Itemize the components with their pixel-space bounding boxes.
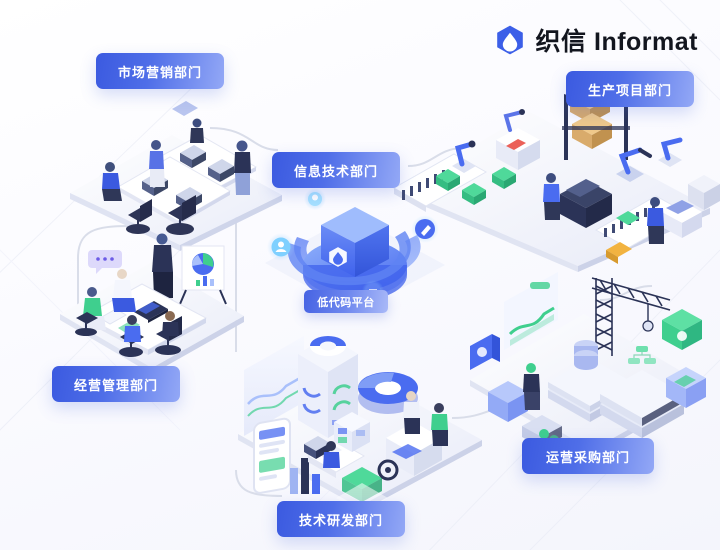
bubble-pencil xyxy=(411,215,439,243)
hexagon-droplet-logo-icon xyxy=(496,25,523,55)
department-badge-production[interactable]: 生产项目部门 xyxy=(566,71,694,107)
department-label-rnd: 技术研发部门 xyxy=(298,512,383,528)
scene-rnd-dashboards xyxy=(238,330,488,513)
scene-procurement-warehouse xyxy=(470,270,720,456)
scene-management-meeting xyxy=(60,228,250,374)
department-label-it: 信息技术部门 xyxy=(293,163,378,179)
brand-name: 织信 Informat xyxy=(535,28,698,56)
scene-marketing-office xyxy=(60,95,290,251)
department-badge-procurement[interactable]: 运营采购部门 xyxy=(522,438,654,474)
bubble-lightbulb xyxy=(304,188,326,210)
department-label-management: 经营管理部门 xyxy=(73,377,158,393)
department-badge-rnd[interactable]: 技术研发部门 xyxy=(277,501,405,537)
department-badge-marketing[interactable]: 市场营销部门 xyxy=(96,53,224,89)
brand-logo: 织信 Informat xyxy=(494,22,698,58)
department-label-marketing: 市场营销部门 xyxy=(117,64,202,80)
department-badge-management[interactable]: 经营管理部门 xyxy=(52,366,180,402)
department-label-procurement: 运营采购部门 xyxy=(545,449,630,465)
bubble-user xyxy=(267,233,295,261)
department-label-production: 生产项目部门 xyxy=(587,82,672,98)
platform-badge-low-code[interactable]: 低代码平台 xyxy=(304,290,388,313)
scene-low-code-platform-hub xyxy=(255,185,455,315)
department-badge-it[interactable]: 信息技术部门 xyxy=(272,152,400,188)
platform-label-low-code: 低代码平台 xyxy=(317,296,375,309)
